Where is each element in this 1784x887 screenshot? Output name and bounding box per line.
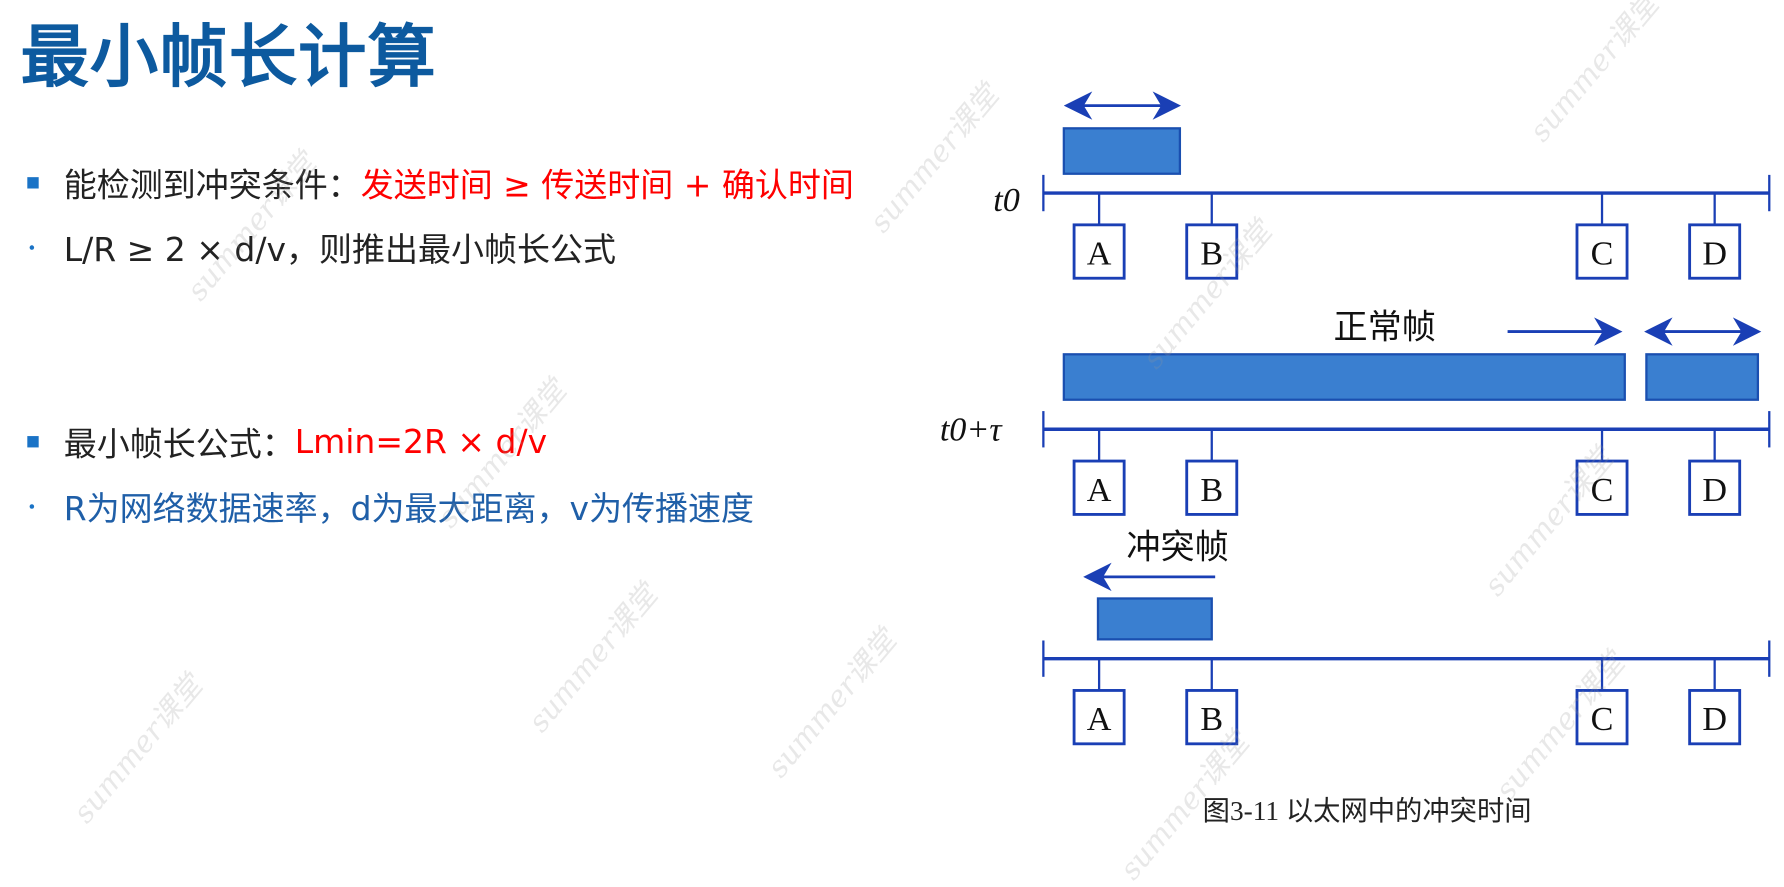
- station-label: D: [1702, 236, 1727, 273]
- bullet-variables: R为网络数据速率，d为最大距离，v为传播速度: [25, 483, 754, 531]
- station-box: [1185, 223, 1239, 280]
- frame-rect: [1645, 353, 1760, 401]
- normal-frame-label: 正常帧: [1334, 308, 1436, 346]
- station-label: A: [1087, 701, 1112, 738]
- bullet-text: L/R ≥ 2 × d/v，则推出最小帧长公式: [63, 230, 616, 270]
- collision-frame-label: 冲突帧: [1126, 529, 1228, 567]
- bullet-text: R为网络数据速率，d为最大距离，v为传播速度: [63, 489, 755, 529]
- station-box: [1072, 223, 1126, 280]
- station-label: D: [1702, 472, 1727, 509]
- figure-caption: 图3-11 以太网中的冲突时间: [1202, 797, 1532, 827]
- square-bullet-icon: [27, 177, 39, 189]
- station-label: D: [1702, 701, 1727, 738]
- station-box: [1575, 689, 1629, 746]
- station-label: B: [1200, 472, 1223, 509]
- station-box: [1688, 689, 1742, 746]
- station-label: A: [1087, 236, 1112, 273]
- time-label-t0-tau: t0+τ: [940, 412, 1004, 449]
- time-label-t0: t0: [993, 182, 1020, 219]
- station-label: A: [1087, 472, 1112, 509]
- station-box: [1185, 459, 1239, 516]
- station-box: [1072, 459, 1126, 516]
- bullet-formula: 最小帧长公式： Lmin=2R × d/v: [25, 418, 547, 466]
- station-box: [1688, 459, 1742, 516]
- station-label: C: [1591, 236, 1614, 273]
- station-label: C: [1591, 701, 1614, 738]
- square-bullet-icon: [27, 436, 39, 448]
- slide: 最小帧长计算 能检测到冲突条件： 发送时间 ≥ 传送时间 + 确认时间 L/R …: [20, 0, 1771, 887]
- bullet-label: 能检测到冲突条件：: [63, 165, 361, 205]
- collision-diagram: A B C D A B C D A B C D t0 t0+τ 正常帧 冲突帧: [940, 91, 1771, 746]
- dot-bullet-icon: [29, 245, 35, 250]
- bullet-highlight: Lmin=2R × d/v: [294, 422, 548, 462]
- bullet-label: 最小帧长公式：: [63, 424, 295, 464]
- station-box: [1575, 459, 1629, 516]
- bullet-derivation: L/R ≥ 2 × d/v，则推出最小帧长公式: [25, 224, 616, 272]
- bullet-collision-condition: 能检测到冲突条件： 发送时间 ≥ 传送时间 + 确认时间: [25, 159, 854, 207]
- bullet-highlight: 发送时间 ≥ 传送时间 + 确认时间: [360, 165, 854, 205]
- frame-rect: [1062, 127, 1182, 175]
- station-box: [1688, 223, 1742, 280]
- station-label: B: [1200, 236, 1223, 273]
- dot-bullet-icon: [29, 504, 35, 509]
- frame-rect: [1062, 353, 1626, 401]
- frame-rect: [1096, 597, 1213, 641]
- station-box: [1072, 689, 1126, 746]
- station-label: B: [1200, 701, 1223, 738]
- station-box: [1185, 689, 1239, 746]
- page-title: 最小帧长计算: [20, 18, 437, 98]
- station-label: C: [1591, 472, 1614, 509]
- station-box: [1575, 223, 1629, 280]
